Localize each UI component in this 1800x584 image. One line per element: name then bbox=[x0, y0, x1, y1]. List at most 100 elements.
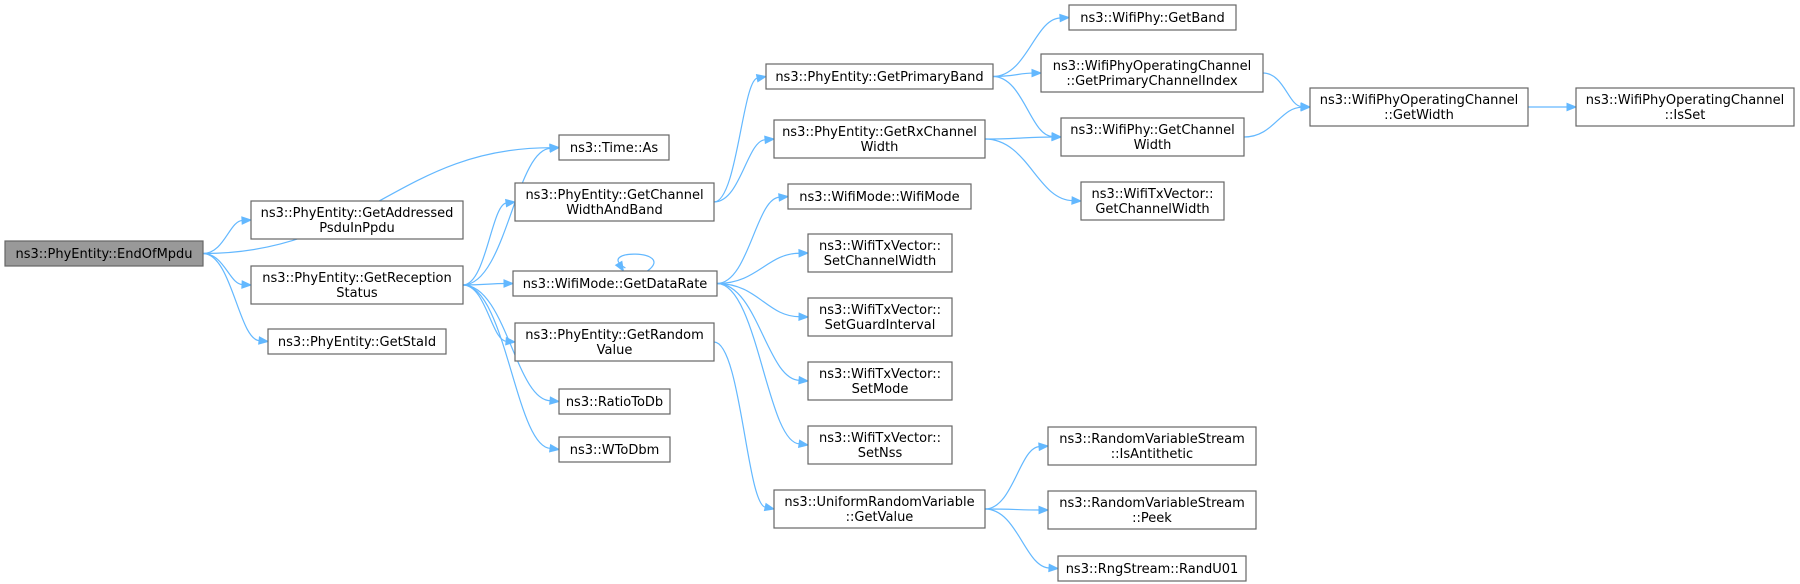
call-edge-arrowhead bbox=[1038, 505, 1050, 515]
function-node-getprimaryband[interactable]: ns3::PhyEntity::GetPrimaryBand bbox=[765, 63, 994, 90]
function-node-label: ns3::WifiTxVector:: bbox=[819, 303, 941, 318]
call-edge-getreception-to-getdatarate bbox=[462, 279, 515, 288]
call-edge-arrowhead bbox=[764, 135, 776, 145]
call-edge-arrowhead bbox=[1071, 196, 1083, 205]
function-node-box bbox=[1057, 555, 1247, 582]
function-node-box bbox=[1047, 490, 1257, 530]
function-node-box bbox=[807, 425, 953, 465]
function-node-setguardinterval[interactable]: ns3::WifiTxVector::SetGuardInterval bbox=[807, 297, 953, 337]
call-edge-getdatarate-to-setchannelwidth bbox=[716, 248, 810, 285]
function-node-box bbox=[1068, 4, 1237, 31]
call-edge-line bbox=[984, 136, 1054, 140]
function-node-setmode[interactable]: ns3::WifiTxVector::SetMode bbox=[807, 361, 953, 401]
call-edge-arrowhead bbox=[503, 279, 515, 288]
function-nodes: ns3::PhyEntity::EndOfMpduns3::Time::Asns… bbox=[4, 4, 1795, 582]
call-edge-arrowhead bbox=[798, 375, 810, 385]
call-edge-getdatarate-to-wifimode bbox=[716, 193, 790, 285]
function-node-opchgetwidth[interactable]: ns3::WifiPhyOperatingChannel::GetWidth bbox=[1309, 87, 1529, 127]
call-edge-uniformgetvalue-to-isantithetic bbox=[984, 442, 1050, 510]
function-node-label: ns3::PhyEntity::EndOfMpdu bbox=[15, 247, 192, 262]
call-edge-line bbox=[462, 284, 552, 450]
call-edge-line bbox=[462, 284, 552, 402]
function-node-getband[interactable]: ns3::WifiPhy::GetBand bbox=[1068, 4, 1237, 31]
call-edge-opchgetwidth-to-isset bbox=[1528, 102, 1578, 112]
function-node-box bbox=[807, 233, 953, 273]
call-edge-line bbox=[617, 253, 655, 272]
call-edge-arrowhead bbox=[1031, 68, 1043, 78]
function-node-label: ns3::WifiPhyOperatingChannel bbox=[1320, 93, 1519, 108]
call-edge-arrowhead bbox=[241, 216, 253, 225]
call-edge-arrowhead bbox=[505, 198, 517, 208]
function-node-box bbox=[773, 119, 986, 159]
call-edge-getdatarate-to-setguardinterval bbox=[716, 282, 810, 322]
function-node-wifimode[interactable]: ns3::WifiMode::WifiMode bbox=[787, 183, 972, 210]
function-node-wifiphygetchannelwidth[interactable]: ns3::WifiPhy::GetChannelWidth bbox=[1060, 117, 1245, 157]
function-node-box bbox=[807, 361, 953, 401]
function-node-label: ns3::RngStream::RandU01 bbox=[1066, 562, 1239, 577]
function-node-box bbox=[558, 436, 671, 463]
call-edge-line bbox=[984, 508, 1051, 569]
function-node-isset[interactable]: ns3::WifiPhyOperatingChannel::IsSet bbox=[1575, 87, 1795, 127]
function-node-label: ::GetValue bbox=[846, 510, 914, 525]
function-node-isantithetic[interactable]: ns3::RandomVariableStream::IsAntithetic bbox=[1047, 426, 1257, 466]
call-edge-arrowhead bbox=[1059, 13, 1071, 23]
function-node-box bbox=[1040, 53, 1264, 93]
function-node-label: SetChannelWidth bbox=[824, 254, 937, 269]
function-node-label: ns3::PhyEntity::GetChannel bbox=[525, 188, 703, 203]
function-node-txvectorgetchannelwidth[interactable]: ns3::WifiTxVector::GetChannelWidth bbox=[1080, 181, 1225, 221]
call-edge-endofmpdu-to-getreception bbox=[202, 252, 253, 289]
function-node-box bbox=[267, 328, 447, 355]
function-node-box bbox=[250, 200, 464, 240]
call-edge-getreception-to-time-as bbox=[462, 144, 561, 286]
call-edge-line bbox=[716, 252, 801, 285]
function-node-label: ns3::WifiMode::WifiMode bbox=[799, 190, 959, 205]
call-edge-getdatarate-to-setnss bbox=[716, 282, 810, 448]
function-node-box bbox=[1575, 87, 1795, 127]
call-edge-line bbox=[716, 196, 781, 285]
call-edge-arrowhead bbox=[614, 260, 625, 273]
function-node-box bbox=[514, 322, 715, 362]
function-node-label: GetChannelWidth bbox=[1095, 202, 1209, 217]
function-node-endofmpdu[interactable]: ns3::PhyEntity::EndOfMpdu bbox=[4, 240, 204, 267]
function-node-ratiotodb[interactable]: ns3::RatioToDb bbox=[558, 388, 671, 415]
function-node-wtodbm[interactable]: ns3::WToDbm bbox=[558, 436, 671, 463]
function-node-box bbox=[514, 182, 715, 222]
call-edge-line bbox=[713, 77, 759, 203]
call-edge-line bbox=[992, 17, 1062, 78]
function-node-label: ns3::WifiPhy::GetChannel bbox=[1070, 123, 1235, 138]
function-node-label: ns3::WifiMode::GetDataRate bbox=[523, 277, 708, 292]
call-edge-arrowhead bbox=[797, 439, 810, 448]
call-edge-line bbox=[462, 147, 552, 286]
call-edge-line bbox=[462, 284, 508, 342]
function-node-box bbox=[773, 489, 986, 529]
call-edge-line bbox=[462, 282, 506, 286]
function-node-randu01[interactable]: ns3::RngStream::RandU01 bbox=[1057, 555, 1247, 582]
function-node-label: ns3::WifiTxVector:: bbox=[819, 431, 941, 446]
call-edge-arrowhead bbox=[763, 502, 776, 512]
call-edge-getreception-to-ratiotodb bbox=[462, 284, 561, 405]
function-node-uniformgetvalue[interactable]: ns3::UniformRandomVariable::GetValue bbox=[773, 489, 986, 529]
call-edge-arrowhead bbox=[1048, 563, 1060, 573]
function-node-getstaid[interactable]: ns3::PhyEntity::GetStaId bbox=[267, 328, 447, 355]
call-edge-arrowhead bbox=[778, 193, 790, 202]
function-node-peek[interactable]: ns3::RandomVariableStream::Peek bbox=[1047, 490, 1257, 530]
function-node-getdatarate[interactable]: ns3::WifiMode::GetDataRate bbox=[512, 270, 718, 297]
call-edges bbox=[202, 13, 1578, 573]
function-node-setchannelwidth[interactable]: ns3::WifiTxVector::SetChannelWidth bbox=[807, 233, 953, 273]
function-node-label: ns3::PhyEntity::GetPrimaryBand bbox=[775, 70, 983, 85]
function-node-getprimarychannelindex[interactable]: ns3::WifiPhyOperatingChannel::GetPrimary… bbox=[1040, 53, 1264, 93]
function-node-label: Value bbox=[597, 343, 633, 358]
call-edge-line bbox=[716, 282, 801, 445]
function-node-setnss[interactable]: ns3::WifiTxVector::SetNss bbox=[807, 425, 953, 465]
function-node-label: ns3::WifiPhyOperatingChannel bbox=[1053, 59, 1252, 74]
call-edge-line bbox=[713, 341, 767, 508]
function-node-label: ns3::Time::As bbox=[570, 141, 659, 156]
call-edge-getreception-to-getchannelwidthandband bbox=[462, 198, 517, 286]
function-node-time-as[interactable]: ns3::Time::As bbox=[558, 134, 670, 161]
